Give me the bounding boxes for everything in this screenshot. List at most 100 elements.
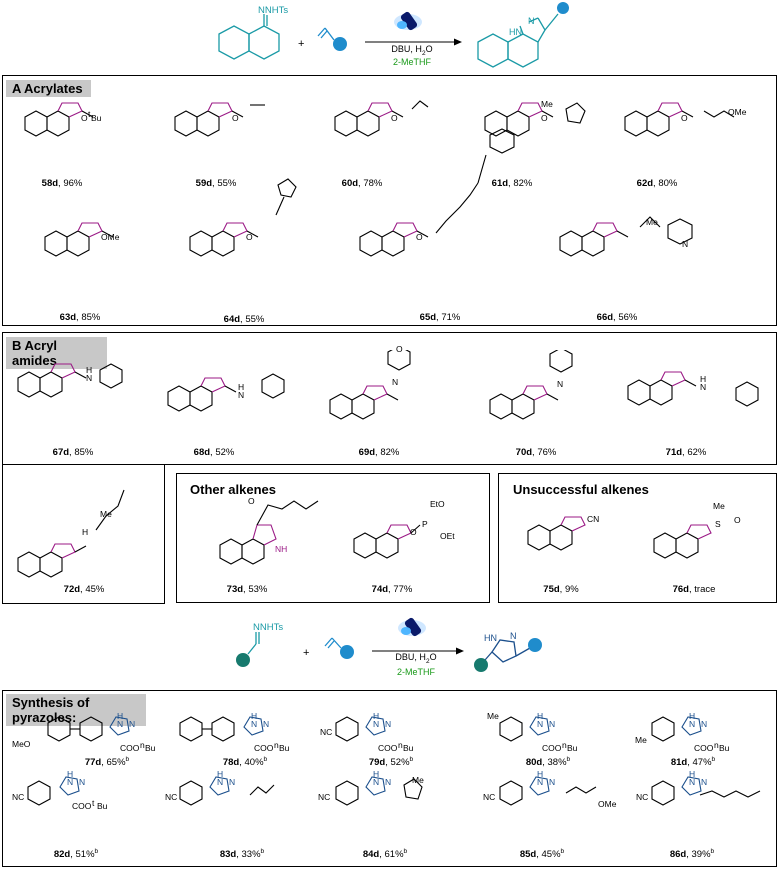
- caption-79d: 79d, 52%b: [368, 756, 414, 769]
- atom-label: N: [701, 777, 708, 787]
- atom-label: N: [549, 719, 556, 729]
- alkene-structure: [317, 27, 335, 41]
- atom-label: Me: [412, 775, 424, 785]
- solvent-label-2: 2-MeTHF: [397, 667, 435, 677]
- atom-label: COO: [72, 801, 92, 811]
- plus-sign: +: [298, 38, 304, 50]
- nnhts-label-2: NNHTs: [253, 622, 283, 633]
- atom-label: NC: [318, 792, 331, 802]
- structure-77d: [47, 716, 130, 742]
- atom-label: O: [681, 113, 688, 123]
- atom-label: H: [537, 711, 544, 721]
- atom-label: N: [537, 777, 544, 787]
- structure-76d: [653, 524, 712, 559]
- caption-71d: 71d, 62%: [665, 447, 707, 458]
- atom-label: COO: [120, 743, 140, 753]
- atom-label: S: [715, 519, 721, 529]
- atom-label: H: [689, 711, 696, 721]
- atom-label: n: [140, 740, 145, 750]
- acrylates-panel: [2, 75, 777, 326]
- structure-58d: [24, 102, 94, 137]
- scheme-2: NNHTs + N HN: [236, 617, 542, 672]
- atom-label: N: [682, 239, 689, 249]
- atom-label: H: [217, 769, 224, 779]
- atom-label: O: [541, 113, 548, 123]
- substituent-dot-2: [340, 645, 354, 659]
- structure-68d: [167, 373, 285, 412]
- atom-label: N: [251, 719, 258, 729]
- atom-label: N: [373, 719, 380, 729]
- amides-panel: [2, 332, 777, 465]
- structure-67d: [17, 363, 123, 398]
- structure-60d: [334, 100, 429, 137]
- atom-label: H: [689, 769, 696, 779]
- structure-74d: [353, 524, 421, 559]
- atom-label: NC: [320, 727, 333, 737]
- atom-label: NH: [275, 544, 288, 554]
- blue-light-icon-2: [398, 617, 426, 637]
- atom-label: N: [238, 390, 245, 400]
- structure-61d: [484, 102, 586, 137]
- structure-72d: [17, 489, 125, 578]
- atom-label: Bu: [567, 743, 578, 753]
- atom-label: COO: [542, 743, 562, 753]
- pyrazole-structures: [27, 716, 761, 806]
- structure-66d: [559, 216, 693, 257]
- acrylates-structures: [24, 100, 735, 257]
- structure-63d: [44, 222, 114, 257]
- structure-81d: [651, 716, 702, 742]
- atom-label: H: [86, 365, 93, 375]
- atom-label: COO: [378, 743, 398, 753]
- scheme-1: NNHTs + N HN: [218, 2, 569, 68]
- atom-label: MeO: [12, 739, 31, 749]
- atom-label: N: [217, 777, 224, 787]
- pyrazoles-panel: [2, 690, 777, 867]
- atom-label: Me: [713, 501, 725, 511]
- atom-label: Bu: [91, 113, 102, 123]
- caption-58d: 58d, 96%: [41, 178, 83, 189]
- atom-label: O: [391, 113, 398, 123]
- structure-71d: [627, 371, 759, 407]
- caption-84d: 84d, 61%b: [362, 848, 408, 861]
- tosylhydrazone-structure: [218, 14, 280, 60]
- structure-84d: [335, 776, 423, 806]
- atom-label: N: [549, 777, 556, 787]
- caption-82d: 82d, 51%b: [53, 848, 99, 861]
- caption-62d: 62d, 80%: [636, 178, 678, 189]
- caption-61d: 61d, 82%: [491, 178, 533, 189]
- atom-label: H: [67, 769, 74, 779]
- atom-label: n: [714, 740, 719, 750]
- nnhts-label: NNHTs: [258, 5, 288, 16]
- structure-83d: [179, 776, 275, 806]
- atom-label: COO: [254, 743, 274, 753]
- atom-label: H: [700, 374, 707, 384]
- caption-70d: 70d, 76%: [515, 447, 557, 458]
- conditions-label-2: DBU, H2O: [395, 652, 437, 665]
- caption-64d: 64d, 55%: [223, 314, 265, 325]
- caption-86d: 86d, 39%b: [669, 848, 715, 861]
- other-alkenes-header: Other alkenes: [190, 482, 276, 497]
- other-alkenes-panel: [176, 473, 490, 603]
- pyrazole-hn-label: HN: [484, 633, 497, 643]
- atom-label: N: [701, 719, 708, 729]
- atom-label: N: [392, 377, 399, 387]
- atom-label: O: [410, 527, 417, 537]
- solvent-label: 2-MeTHF: [393, 57, 431, 67]
- atom-label: N: [385, 777, 392, 787]
- atom-label: O: [248, 496, 255, 506]
- pyrazole-n-label: N: [510, 631, 517, 641]
- atom-label: H: [251, 711, 258, 721]
- atom-label: N: [67, 777, 74, 787]
- unsuccessful-structures: [527, 516, 712, 559]
- blue-light-icon: [394, 11, 422, 31]
- atom-label: OMe: [101, 232, 120, 242]
- amides-panel-72d: [2, 464, 165, 604]
- atom-label: Me: [487, 711, 499, 721]
- atom-label: N: [229, 777, 236, 787]
- atom-label: Me: [646, 217, 658, 227]
- atom-label: O: [416, 232, 423, 242]
- caption-83d: 83d, 33%b: [219, 848, 265, 861]
- atom-label: O: [396, 344, 403, 354]
- atom-label: NC: [636, 792, 649, 802]
- atom-label: Me: [635, 735, 647, 745]
